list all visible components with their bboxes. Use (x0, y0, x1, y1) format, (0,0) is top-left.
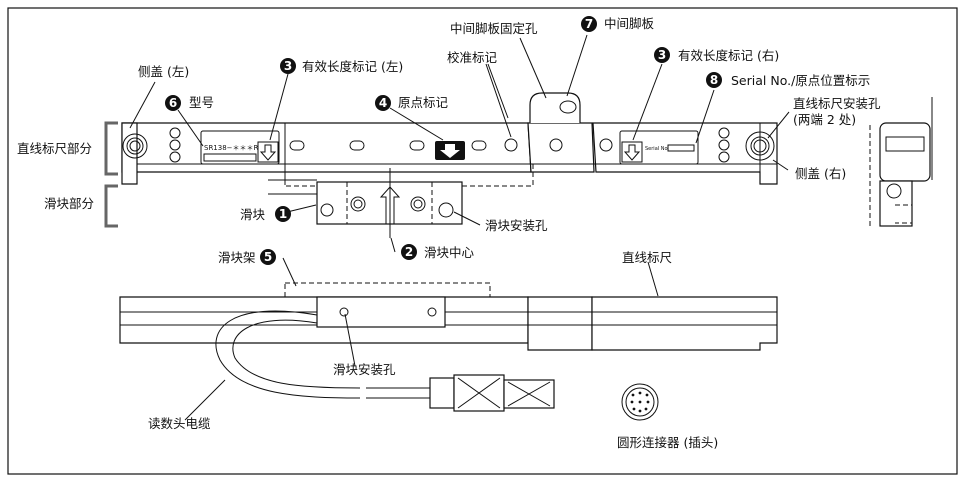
label-slider-part: 滑块部分 (44, 196, 94, 211)
badge-1-text: 1 (279, 207, 287, 221)
serial-plate-text: Serial No. (645, 146, 669, 152)
label-slider-hole-bottom: 滑块安装孔 (333, 362, 396, 377)
label-mid-plate-hole: 中间脚板固定孔 (450, 21, 538, 36)
serial-plate (619, 130, 699, 165)
label-connector: 圆形连接器 (插头) (617, 435, 718, 450)
label-slider-center: 滑块中心 (424, 245, 475, 260)
label-scale-part: 直线标尺部分 (17, 141, 92, 156)
connector-front (621, 383, 659, 421)
badge-5-text: 5 (264, 250, 272, 264)
slider-top (268, 163, 534, 238)
effective-length-right-arrow-icon (621, 141, 643, 163)
frame (7, 7, 958, 475)
label-side-cover-left: 侧盖 (左) (138, 64, 189, 79)
model-plate (200, 130, 280, 165)
model-plate-text: SR138−＊＊＊R (204, 144, 259, 152)
label-slider-frame: 滑块架 (218, 250, 256, 265)
mid-plate-hole (559, 100, 577, 114)
badge-3-right-text: 3 (658, 48, 666, 62)
label-scale-hole-1: 直线标尺安装孔 (793, 96, 881, 111)
label-origin-mark: 原点标记 (398, 95, 449, 110)
badge-7 (581, 16, 597, 32)
badge-4-text: 4 (379, 96, 387, 110)
label-cable: 读数头电缆 (148, 416, 211, 431)
badge-2-text: 2 (405, 245, 413, 259)
label-calibration-mark: 校准标记 (447, 50, 498, 65)
label-effective-length-left: 有效长度标记 (左) (302, 59, 403, 74)
scale-bottom (119, 282, 778, 412)
badge-8-text: 8 (710, 73, 718, 87)
badge-2 (401, 244, 417, 260)
label-linear-scale: 直线标尺 (622, 250, 672, 265)
scale-part-bracket (104, 121, 118, 176)
badge-5 (260, 249, 276, 265)
badge-6-text: 6 (169, 96, 177, 110)
label-serial-origin: Serial No./原点位置标示 (731, 73, 870, 88)
badge-3-left (280, 58, 296, 74)
badge-7-text: 7 (585, 17, 593, 31)
badge-4 (375, 95, 391, 111)
label-effective-length-right: 有效长度标记 (右) (678, 48, 779, 63)
label-slider: 滑块 (240, 207, 266, 222)
badge-3-right (654, 47, 670, 63)
slider-part-bracket (104, 184, 118, 228)
label-scale-hole-2: (两端 2 处) (793, 112, 856, 127)
badge-1 (275, 206, 291, 222)
label-slider-hole: 滑块安装孔 (485, 218, 548, 233)
scale-top (121, 92, 778, 185)
badge-3-left-text: 3 (284, 59, 292, 73)
label-side-cover-right: 侧盖 (右) (795, 166, 846, 181)
leader-lines (129, 34, 790, 421)
badge-8 (706, 72, 722, 88)
label-mid-plate: 中间脚板 (604, 16, 655, 31)
label-model: 型号 (189, 95, 214, 110)
side-view (869, 97, 933, 227)
effective-length-left-arrow-icon (257, 141, 279, 163)
badge-6 (165, 95, 181, 111)
